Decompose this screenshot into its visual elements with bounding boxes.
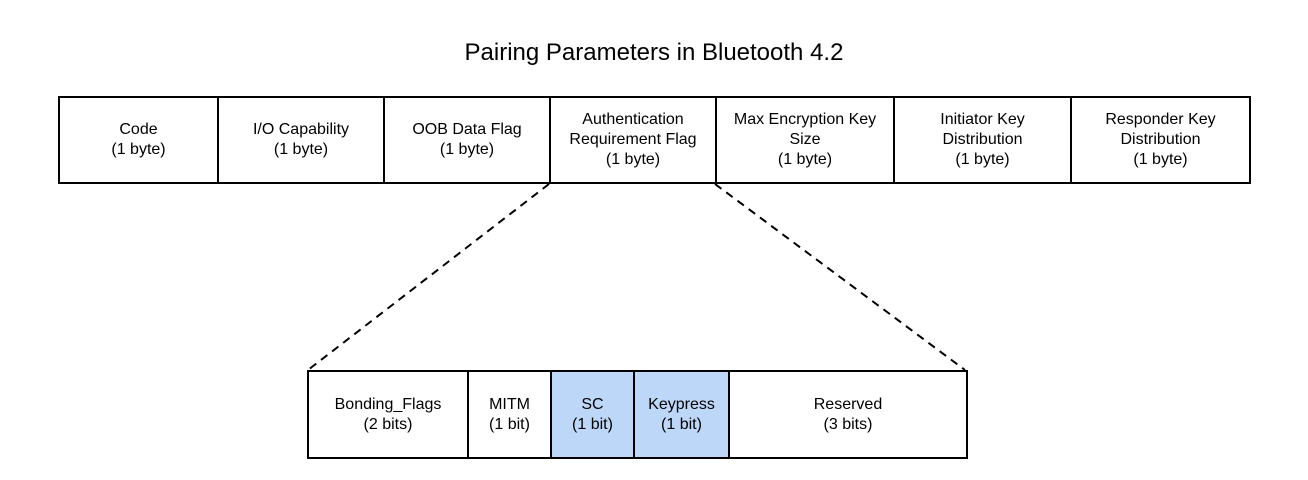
field-code-size: (1 byte): [111, 141, 166, 158]
bit-field-bonding-flags-name: Bonding_Flags: [334, 395, 442, 413]
bit-field-sc-size: (1 bit): [572, 415, 613, 433]
field-responder-key-distribution: Responder Key Distribution (1 byte): [1072, 96, 1251, 184]
bit-field-mitm-name: MITM: [489, 395, 530, 413]
connector-left-dashed-line: [307, 183, 550, 371]
field-oob-data-flag-name: OOB Data Flag: [412, 121, 522, 138]
bit-field-reserved-name: Reserved: [813, 395, 883, 413]
field-oob-data-flag: OOB Data Flag (1 byte): [385, 96, 551, 184]
field-io-capability-name: I/O Capability: [252, 121, 350, 138]
field-authentication-requirement-flag: Authentication Requirement Flag (1 byte): [551, 96, 717, 184]
field-oob-data-flag-size: (1 byte): [439, 141, 495, 158]
field-code: Code (1 byte): [60, 96, 219, 184]
bit-field-keypress-size: (1 bit): [661, 415, 702, 433]
bit-field-bonding-flags: Bonding_Flags (2 bits): [309, 370, 469, 459]
field-auth-req-name-line2: Requirement Flag: [569, 131, 697, 148]
bit-field-keypress-name: Keypress: [648, 395, 715, 413]
bit-field-sc: SC (1 bit): [552, 370, 635, 459]
bit-field-mitm-size: (1 bit): [489, 415, 530, 433]
field-max-enc-key-size: (1 byte): [777, 151, 833, 168]
field-initiator-key-name-line2: Distribution: [942, 131, 1023, 148]
field-code-name: Code: [119, 121, 158, 138]
pairing-parameters-row: Code (1 byte) I/O Capability (1 byte) OO…: [58, 96, 1251, 184]
field-max-enc-key-name-line2: Size: [789, 131, 821, 148]
field-io-capability: I/O Capability (1 byte): [219, 96, 385, 184]
field-initiator-key-name-line1: Initiator Key: [940, 111, 1025, 128]
field-responder-key-name-line1: Responder Key: [1105, 111, 1216, 128]
connector-right-dashed-line: [714, 183, 966, 371]
field-initiator-key-distribution: Initiator Key Distribution (1 byte): [895, 96, 1072, 184]
bit-field-bonding-flags-size: (2 bits): [363, 415, 413, 433]
bit-field-mitm: MITM (1 bit): [469, 370, 552, 459]
field-responder-key-name-line2: Distribution: [1120, 131, 1201, 148]
field-responder-key-size: (1 byte): [1133, 151, 1188, 168]
diagram-title: Pairing Parameters in Bluetooth 4.2: [464, 39, 844, 66]
authentication-requirement-bits-row: Bonding_Flags (2 bits) MITM (1 bit) SC (…: [307, 370, 968, 459]
bit-field-reserved-size: (3 bits): [823, 415, 873, 433]
field-io-capability-size: (1 byte): [273, 141, 329, 158]
bit-field-keypress: Keypress (1 bit): [635, 370, 730, 459]
field-auth-req-size: (1 byte): [605, 151, 661, 168]
bit-field-reserved: Reserved (3 bits): [730, 370, 968, 459]
field-max-encryption-key-size: Max Encryption Key Size (1 byte): [717, 96, 895, 184]
field-max-enc-key-name-line1: Max Encryption Key: [733, 111, 877, 128]
field-initiator-key-size: (1 byte): [955, 151, 1010, 168]
field-auth-req-name-line1: Authentication: [582, 111, 684, 128]
bit-field-sc-name: SC: [581, 395, 604, 413]
